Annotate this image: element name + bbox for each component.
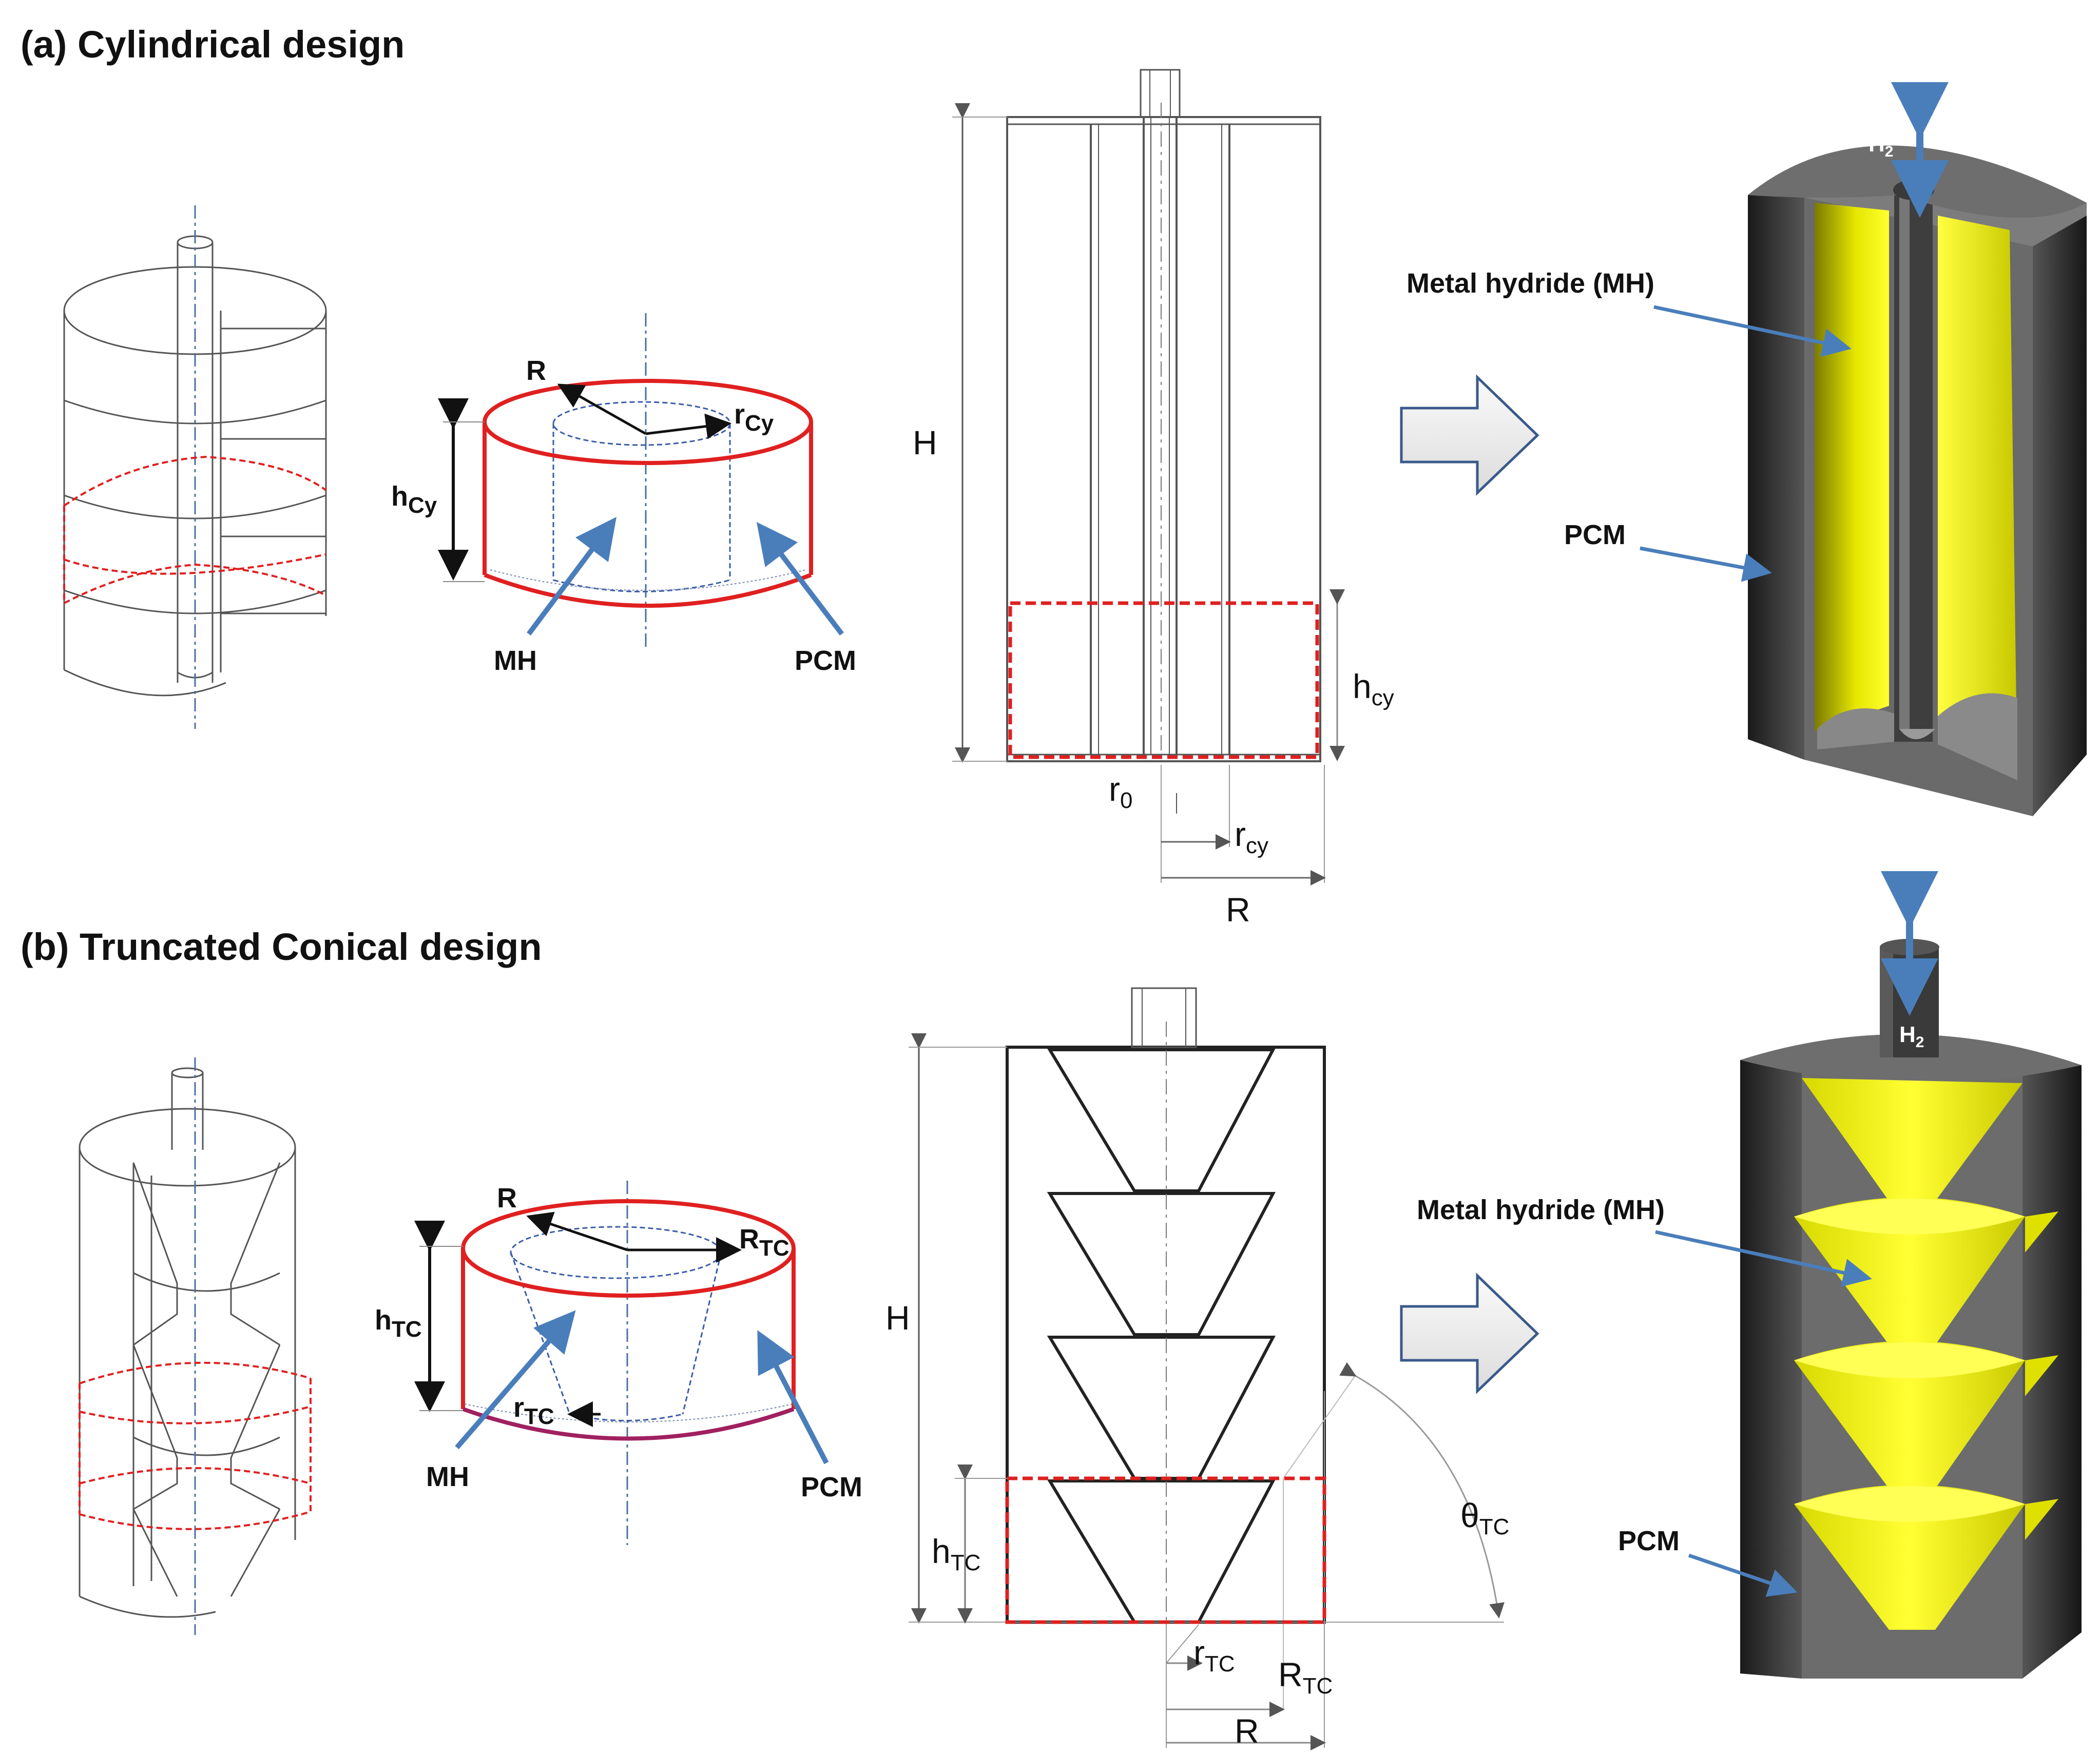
conical-unit-cell — [414, 1181, 829, 1545]
conical-render — [1655, 871, 2082, 1679]
section-tc-Rtc-label: RTC — [1278, 1655, 1333, 1699]
unit-cy-pcm-label: PCM — [795, 645, 856, 676]
section-tc-h-label: hTC — [932, 1532, 980, 1575]
unit-tc-h-label: hTC — [375, 1305, 422, 1342]
conical-section-highlight — [1005, 1476, 1326, 1624]
render-cy-h2-label: H2 — [1868, 131, 1893, 160]
render-cy-mh-label: Metal hydride (MH) — [1407, 268, 1654, 299]
section-cy-H-label: H — [913, 423, 937, 461]
cylindrical-highlight-cell — [63, 455, 327, 604]
unit-cy-h-label: hCy — [391, 481, 437, 518]
unit-cy-mh-label: MH — [494, 645, 537, 676]
cylindrical-render — [1640, 82, 2087, 816]
unit-tc-pcm-label: PCM — [801, 1472, 862, 1502]
cylindrical-section-highlight — [1008, 601, 1319, 759]
section-cy-r-label: rcy — [1235, 815, 1268, 858]
cylindrical-wireframe — [63, 205, 327, 729]
render-tc-pcm-label: PCM — [1618, 1526, 1680, 1556]
section-tc-rtc-label: rTC — [1193, 1633, 1235, 1677]
section-cy-R-label: R — [1226, 891, 1250, 929]
flow-arrow-cylindrical — [1400, 374, 1539, 496]
section-cy-r0-label: r0 — [1109, 770, 1132, 813]
section-cy-h-label: hcy — [1353, 667, 1394, 710]
section-tc-theta-label: θTC — [1460, 1496, 1509, 1539]
flow-arrow-conical — [1400, 1273, 1539, 1394]
render-cy-pcm-label: PCM — [1564, 519, 1626, 550]
render-tc-h2-label: H2 — [1899, 1022, 1924, 1051]
conical-wireframe — [79, 1057, 296, 1635]
section-title-cylindrical: (a) Cylindrical design — [21, 23, 404, 66]
unit-tc-mh-label: MH — [426, 1461, 469, 1492]
conical-section-view — [909, 987, 1505, 1750]
section-tc-R-label: R — [1235, 1712, 1259, 1750]
unit-tc-Rtc-label: RTC — [739, 1224, 789, 1261]
section-tc-H-label: H — [885, 1299, 910, 1337]
cylindrical-section-view — [952, 69, 1345, 885]
render-tc-mh-label: Metal hydride (MH) — [1417, 1195, 1665, 1225]
section-title-conical: (b) Truncated Conical design — [21, 926, 542, 968]
unit-cy-r-label: rCy — [734, 399, 774, 436]
conical-highlight-cell — [79, 1361, 312, 1530]
cylindrical-unit-cell — [438, 313, 844, 647]
unit-tc-R-label: R — [497, 1183, 517, 1213]
unit-tc-rtc-label: rTC — [513, 1392, 554, 1429]
unit-cy-R-label: R — [526, 355, 546, 386]
